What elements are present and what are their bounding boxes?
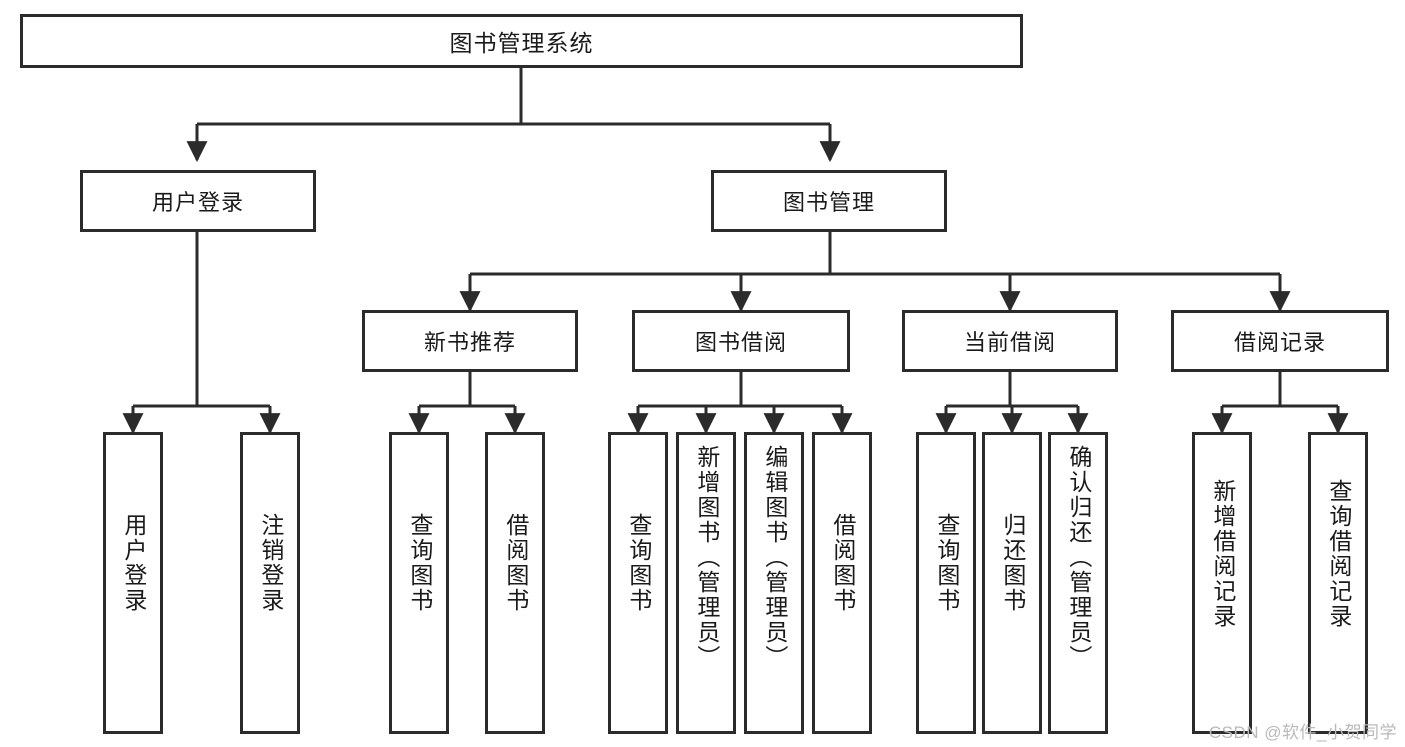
leaf-label: 借阅图书 — [829, 513, 856, 613]
leaf-label: 查询图书 — [406, 513, 433, 613]
leaf-user-login-signin[interactable]: 用户登录 — [103, 432, 163, 734]
node-borrow-record[interactable]: 借阅记录 — [1171, 310, 1389, 372]
node-label: 借阅记录 — [1233, 330, 1326, 355]
node-label: 图书管理系统 — [449, 30, 594, 56]
leaf-borrow-edit-book-admin[interactable]: 编辑图书（管理员） — [744, 432, 804, 734]
leaf-label: 注销登录 — [257, 513, 284, 613]
node-label: 图书管理 — [782, 190, 875, 215]
leaf-current-query-book[interactable]: 查询图书 — [916, 432, 976, 734]
node-user-login[interactable]: 用户登录 — [80, 170, 316, 232]
leaf-label: 用户登录 — [120, 513, 147, 613]
node-label: 图书借阅 — [694, 330, 787, 355]
leaf-label: 确认归还（管理员） — [1065, 445, 1092, 670]
leaf-record-query-record[interactable]: 查询借阅记录 — [1308, 432, 1368, 734]
watermark-text: CSDN @软件_小贺同学 — [1208, 723, 1397, 742]
leaf-borrow-add-book-admin[interactable]: 新增图书（管理员） — [676, 432, 736, 734]
node-root-system[interactable]: 图书管理系统 — [20, 14, 1023, 68]
leaf-current-confirm-return-admin[interactable]: 确认归还（管理员） — [1048, 432, 1108, 734]
leaf-label: 借阅图书 — [502, 513, 529, 613]
leaf-borrow-query-book[interactable]: 查询图书 — [608, 432, 668, 734]
leaf-label: 编辑图书（管理员） — [761, 445, 788, 670]
node-book-management[interactable]: 图书管理 — [711, 170, 947, 232]
leaf-label: 新增图书（管理员） — [693, 445, 720, 670]
leaf-recommend-query-book[interactable]: 查询图书 — [389, 432, 449, 734]
node-label: 新书推荐 — [423, 330, 516, 355]
leaf-user-login-signout[interactable]: 注销登录 — [240, 432, 300, 734]
leaf-borrow-borrow-book[interactable]: 借阅图书 — [812, 432, 872, 734]
leaf-current-return-book[interactable]: 归还图书 — [982, 432, 1042, 734]
node-new-book-recommend[interactable]: 新书推荐 — [362, 310, 578, 372]
node-current-borrow[interactable]: 当前借阅 — [902, 310, 1118, 372]
leaf-label: 查询图书 — [625, 513, 652, 613]
node-label: 当前借阅 — [963, 330, 1056, 355]
node-book-borrow[interactable]: 图书借阅 — [632, 310, 850, 372]
leaf-label: 查询借阅记录 — [1325, 479, 1352, 629]
leaf-label: 查询图书 — [933, 513, 960, 613]
leaf-label: 归还图书 — [999, 513, 1026, 613]
leaf-recommend-borrow-book[interactable]: 借阅图书 — [485, 432, 545, 734]
node-label: 用户登录 — [151, 190, 244, 215]
leaf-record-add-record[interactable]: 新增借阅记录 — [1192, 432, 1252, 734]
leaf-label: 新增借阅记录 — [1209, 479, 1236, 629]
